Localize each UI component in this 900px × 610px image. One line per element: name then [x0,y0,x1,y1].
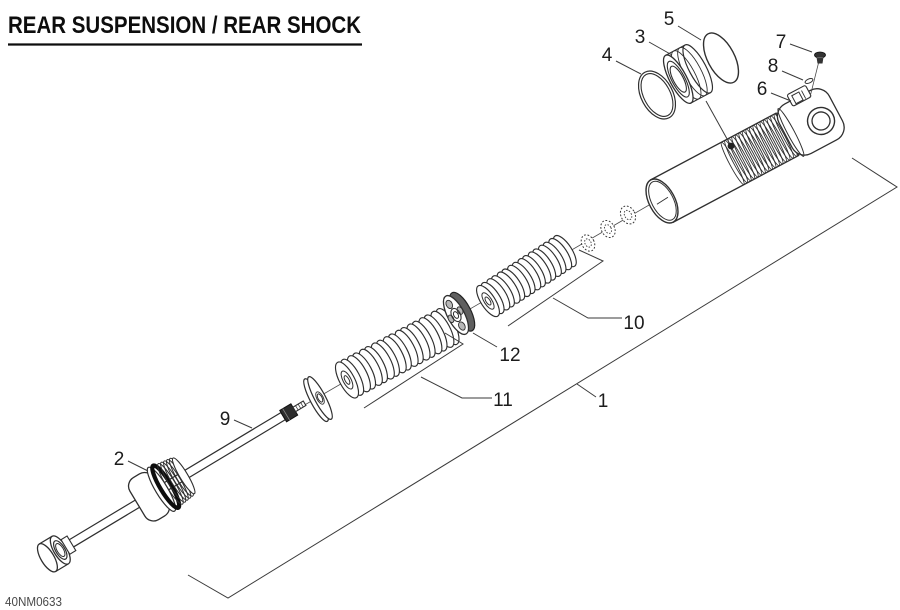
part-label-6: 6 [757,79,768,100]
leader-12 [472,332,498,348]
valve-piston-12-drawing [442,291,476,336]
part-label-4: 4 [602,45,613,66]
part-label-11: 11 [493,390,513,411]
seal-cap-part-2 [127,457,196,522]
leader-5 [677,25,702,41]
spacer-rings-drawing [580,205,637,252]
part-label-10: 10 [623,313,644,334]
o-ring-band [150,463,182,510]
part-label-1: 1 [598,391,609,412]
seal-carrier-3-drawing [662,44,714,104]
leader-8 [781,70,804,81]
shock-body-drawing [645,85,845,224]
shock-rod-drawing [36,400,307,573]
leader-7 [789,43,813,53]
o-ring-5-drawing [702,32,740,84]
part-label-3: 3 [635,27,646,48]
screw-7-drawing [814,51,826,64]
leader-3 [648,41,673,56]
valve-axis-line [809,60,820,98]
leader-lines [127,25,813,472]
o-ring-4-drawing [637,70,677,120]
part-label-5: 5 [664,9,675,30]
bracket-11 [363,332,464,409]
leader-2 [127,460,149,472]
assembly-bracket-1 [187,157,898,599]
doc-code: 40NM0633 [5,595,62,609]
leader-6 [770,92,792,102]
air-valve-part-6 [786,85,812,107]
part-label-7: 7 [776,32,787,53]
rod-threaded-tip [292,400,307,413]
part-label-8: 8 [768,56,779,77]
leader-4 [615,60,642,75]
disc-stack-11-drawing [334,307,460,399]
page-title: REAR SUSPENSION / REAR SHOCK [8,12,361,39]
leader-9 [233,419,253,429]
leader-11 [420,376,492,399]
part-label-12: 12 [499,345,520,366]
locating-leader-dot [705,100,735,150]
bracket-10 [507,249,605,327]
flat-washer-drawing [303,376,333,423]
leader-10 [552,297,622,319]
rod-eyelet [36,535,77,573]
washer-8-drawing [804,77,814,85]
callout-labels: 1 2 3 4 5 6 7 8 9 10 11 12 [114,9,787,470]
part-label-9: 9 [220,409,231,430]
disc-stack-10-drawing [475,234,577,318]
part-label-2: 2 [114,449,125,470]
